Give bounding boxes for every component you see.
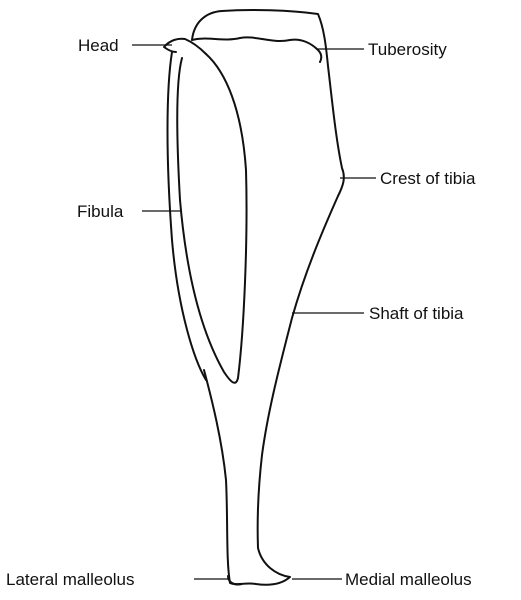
label-medial-malleolus: Medial malleolus bbox=[345, 570, 472, 589]
label-tuberosity: Tuberosity bbox=[368, 40, 447, 59]
label-crest-of-tibia: Crest of tibia bbox=[380, 169, 476, 188]
tibia-articular-line bbox=[191, 36, 323, 63]
lateral-malleolus-outline bbox=[227, 575, 243, 586]
label-fibula: Fibula bbox=[77, 202, 124, 221]
label-head: Head bbox=[78, 36, 119, 55]
tibia-outline bbox=[191, 9, 345, 586]
fibula-outer-outline bbox=[166, 51, 207, 381]
fibula-inner-outline bbox=[176, 53, 248, 384]
label-lateral-malleolus: Lateral malleolus bbox=[6, 570, 135, 589]
fibula-head bbox=[163, 37, 207, 55]
label-shaft-of-tibia: Shaft of tibia bbox=[369, 304, 464, 323]
